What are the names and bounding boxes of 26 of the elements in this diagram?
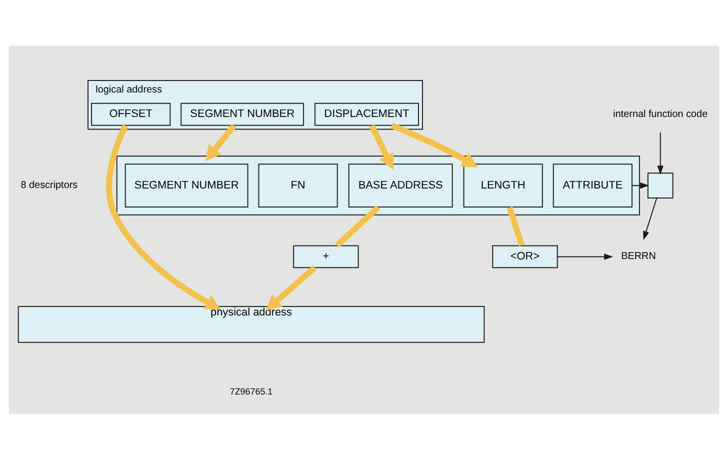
label: 7Z96765.1 (230, 386, 273, 396)
node-box: ATTRIBUTE (552, 163, 633, 207)
node-box: + (293, 244, 359, 268)
node-box: LENGTH (463, 163, 543, 207)
arrow (657, 131, 664, 174)
connector (506, 206, 525, 246)
node-box: BASE ADDRESS (348, 163, 453, 207)
arrow (106, 124, 221, 310)
node-box: FN (258, 163, 338, 207)
node-box: <OR> (492, 244, 558, 268)
arrow (556, 253, 614, 260)
node-label: 8 descriptors (20, 180, 78, 191)
node-box (647, 172, 674, 198)
node-text: BERRN (621, 250, 656, 262)
arrow (369, 124, 394, 170)
node-box: SEGMENT NUMBER (124, 163, 248, 207)
connector (335, 204, 380, 248)
arrow (266, 264, 317, 310)
node-box: DISPLACEMENT (314, 102, 419, 126)
node-box: OFFSET (91, 102, 171, 126)
arrow (643, 197, 658, 240)
node-text: internal function code (613, 108, 708, 120)
arrow (390, 122, 478, 167)
arrow (632, 182, 650, 188)
node-box: SEGMENT NUMBER (180, 102, 304, 126)
node-box: physical address (18, 306, 485, 342)
